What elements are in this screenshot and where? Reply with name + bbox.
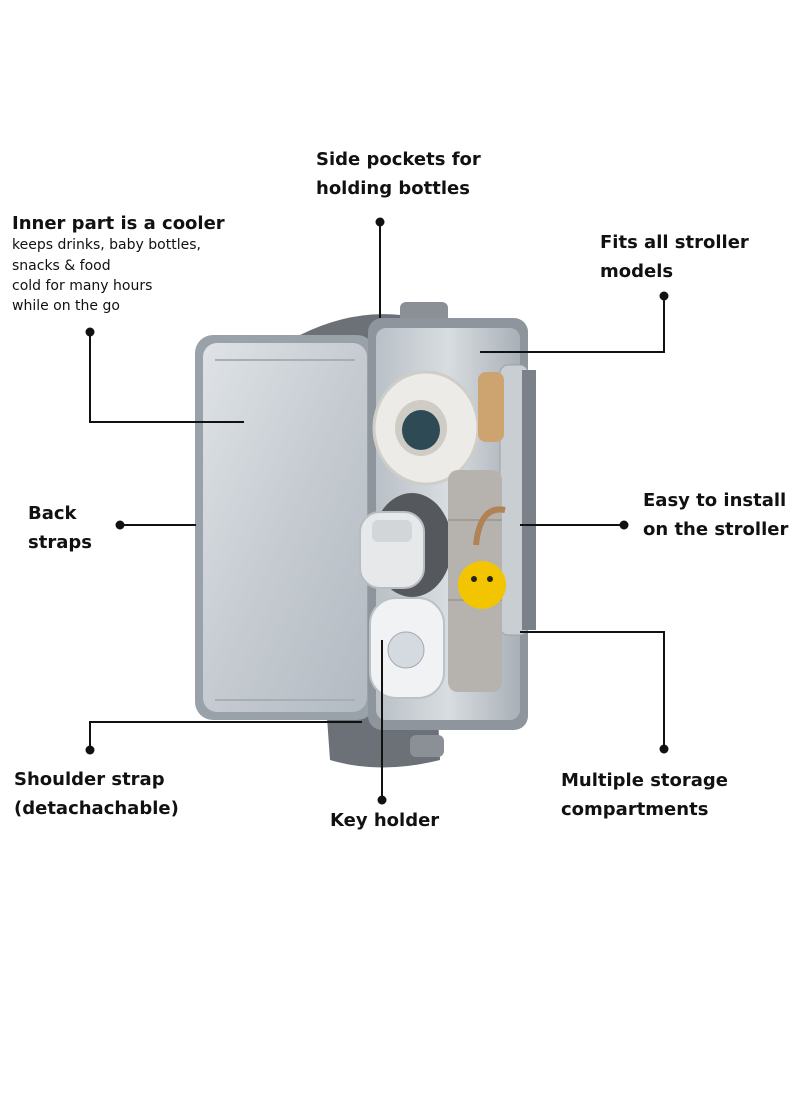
- label-fits-stroller: Fits all stroller models: [600, 229, 749, 287]
- label-line: Key holder: [330, 810, 440, 831]
- label-line: Multiple storage: [561, 770, 729, 791]
- label-shoulder-strap: Shoulder strap (detachachable): [14, 766, 179, 824]
- label-line: Easy to install: [643, 490, 787, 511]
- label-side-pockets: Side pockets for holding bottles: [316, 146, 481, 204]
- label-line: straps: [28, 531, 92, 553]
- key-holder-clip: [410, 735, 444, 757]
- label-inner-cooler: Inner part is a cooler keeps drinks, bab…: [12, 212, 272, 317]
- bag-contents: [359, 370, 506, 699]
- leader-lines: [89, 222, 665, 800]
- label-line: compartments: [561, 798, 709, 820]
- label-storage: Multiple storage compartments: [561, 767, 728, 825]
- bag-lid: [195, 335, 375, 720]
- label-easy-install: Easy to install on the stroller: [643, 487, 788, 545]
- label-inner-cooler-line: while on the go: [12, 298, 120, 315]
- label-line: on the stroller: [643, 518, 789, 540]
- teether-ring: [473, 506, 506, 546]
- label-line: models: [600, 260, 674, 282]
- label-line: Back: [28, 503, 77, 524]
- label-inner-cooler-line: snacks & food: [12, 257, 111, 274]
- teether-toy: [458, 561, 506, 609]
- label-key-holder: Key holder: [330, 807, 439, 836]
- label-inner-cooler-line: keeps drinks, baby bottles,: [12, 237, 201, 254]
- label-line: Shoulder strap: [14, 769, 165, 790]
- label-back-straps: Back straps: [28, 500, 92, 558]
- label-line: holding bottles: [316, 177, 470, 199]
- label-inner-cooler-title: Inner part is a cooler: [12, 213, 225, 234]
- leader-dots: [85, 217, 669, 805]
- label-line: Fits all stroller: [600, 232, 749, 253]
- label-line: (detachachable): [14, 797, 179, 819]
- label-line: Side pockets for: [316, 149, 481, 170]
- label-inner-cooler-line: cold for many hours: [12, 277, 153, 294]
